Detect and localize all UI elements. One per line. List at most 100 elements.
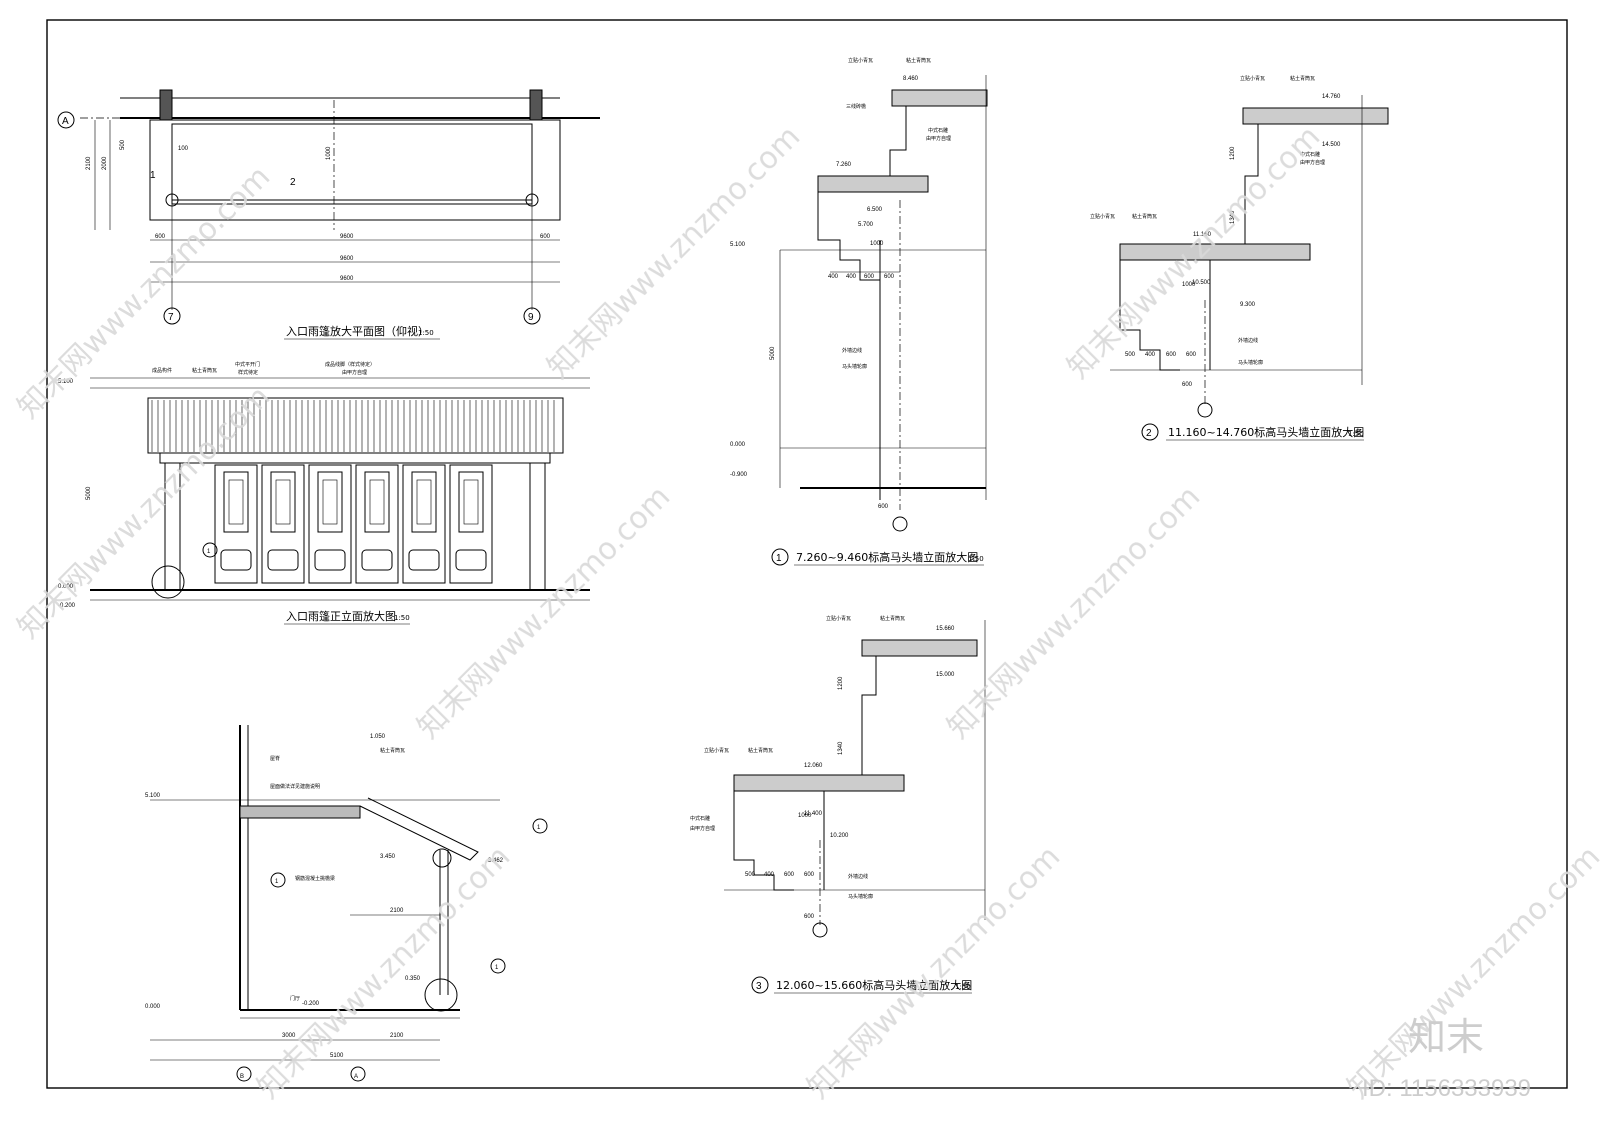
d3-dim-1340: 1340 [838,741,844,755]
section-mark-1: 1 [150,170,156,181]
plan-dim-9600-a: 9600 [340,234,354,240]
sec-elev-1050: 1.050 [370,734,386,740]
d3-elev-10200: 10.200 [830,833,849,839]
watermark-1: 知末网www.znzmo.com [11,159,277,425]
d3-dim-1000: 1000 [798,813,812,819]
d3-note-clay-tile-b: 粘土青筒瓦 [748,747,773,754]
d2-elev-14500: 14.500 [1322,142,1341,148]
plan-dim-1000: 1000 [326,146,332,160]
d1-dim-5000: 5000 [770,346,776,360]
d3-note-clay-tile: 粘土青筒瓦 [880,615,905,622]
elev-5100: 5.100 [58,379,74,385]
note-ridge: 屋脊 [270,755,280,762]
d1-elev-5100: 5.100 [730,242,746,248]
d1-elev-7260: 7.260 [836,162,852,168]
sec-elev-5100: 5.100 [145,793,161,799]
plan-dim-500: 500 [120,139,126,150]
d2-note-by-owner: 由甲方自理 [1300,159,1325,166]
note-clay-tile-elev: 粘土青筒瓦 [192,367,217,374]
sheet-border [46,19,1568,1089]
plan-dim-600-right: 600 [540,234,551,240]
watermark-9: 知末网www.znzmo.com [1341,839,1600,1105]
sec-callout-1a: 1 [275,879,279,885]
plan-dim-2000: 2000 [102,156,108,170]
detail-1: 400 400 600 600 1000 5000 600 8.460 7.26… [730,57,988,566]
d3-dim-600a: 600 [784,872,795,878]
d2-dim-1340: 1340 [1230,210,1236,224]
d2-dim-400: 400 [1145,352,1156,358]
watermark-4: 知末网www.znzmo.com [411,479,677,745]
detail-2-scale: 1:50 [1348,430,1364,438]
d1-note-by-owner: 由甲方自理 [926,135,951,142]
sec-dim-3000: 3000 [282,1033,296,1039]
canopy-section: 2100 3000 2100 5100 5.100 0.000 -0.200 1… [145,725,548,1082]
d2-dim-500: 500 [1125,352,1136,358]
d1-elev-m0900: -0.900 [730,472,748,478]
d1-dim-600: 600 [864,274,875,280]
note-finished-line: 成品线脚（样式待定） [325,361,375,368]
watermark-5: 知末网www.znzmo.com [251,839,517,1105]
d1-dim-1000: 1000 [870,241,884,247]
detail-1-number: 1 [776,553,782,564]
d1-dim-600b: 600 [884,274,895,280]
watermark-7: 知末网www.znzmo.com [801,839,1067,1105]
d3-dim-400: 400 [764,872,775,878]
sec-elev-0350: 0.350 [405,976,421,982]
plan-dim-9600-c: 9600 [340,276,354,282]
d1-note-three-course: 三线砖檐 [846,103,866,110]
plan-dim-100: 100 [178,146,189,152]
d3-elev-15000: 15.000 [936,672,955,678]
d2-dim-600c: 600 [1182,382,1193,388]
d2-elev-11160: 11.160 [1193,232,1212,238]
elev-callout-1: 1 [207,549,211,555]
elev-0000: 0.000 [58,584,74,590]
d1-note-horse-head: 马头墙轮廓 [842,363,867,370]
d3-elev-11400: 11.400 [804,811,823,817]
d2-dim-1000: 1000 [1182,282,1196,288]
note-by-owner-elev: 由甲方自理 [342,369,367,376]
plan-view: 600 9600 600 9600 9600 2100 2000 500 100… [57,89,600,340]
elevation-title: 入口雨篷正立面放大图 [286,609,396,623]
tile-ribs [151,400,555,452]
d2-note-standing-tile-b: 立贴小青瓦 [1090,213,1115,220]
d1-dim-600c: 600 [878,504,889,510]
d3-note-by-owner: 由甲方自理 [690,825,715,832]
elev-m0200: -0.200 [58,603,76,609]
d3-dim-600c: 600 [804,914,815,920]
door-panels [214,464,493,584]
plan-axis-7: 7 [168,312,174,323]
d2-note-standing-tile: 立贴小青瓦 [1240,75,1265,82]
d2-elev-14760: 14.760 [1322,94,1341,100]
d1-note-outer-wall: 外墙边线 [842,347,862,354]
d1-note-cn-bracket: 中式石雕 [928,127,948,134]
d2-note-clay-tile-b: 粘土青筒瓦 [1132,213,1157,220]
d3-dim-1200: 1200 [838,676,844,690]
sec-axis-a: A [354,1074,358,1080]
section-mark-2: 2 [290,177,296,188]
note-style-ref: 样式待定 [238,369,258,376]
d2-elev-10500: 10.500 [1192,280,1211,286]
d3-elev-12060: 12.060 [804,763,823,769]
d2-note-outer-wall: 外墙边线 [1238,337,1258,344]
d1-dim-400b: 400 [846,274,857,280]
sec-dim-2100b: 2100 [390,1033,404,1039]
sec-dim-2100: 2100 [390,908,404,914]
sec-elev-3450: 3.450 [380,854,396,860]
d2-note-cn-bracket: 中式石雕 [1300,151,1320,158]
plan-axis-9: 9 [528,312,534,323]
note-beam: 钢筋混凝土挑檐梁 [295,875,335,882]
d1-dim-400a: 400 [828,274,839,280]
plan-dim-2100: 2100 [86,156,92,170]
plan-dim-600-left: 600 [155,234,166,240]
d2-dim-600b: 600 [1186,352,1197,358]
plan-dim-9600-b: 9600 [340,256,354,262]
plan-scale: 1:50 [418,329,434,337]
d1-elev-8460: 8.460 [903,76,919,82]
d2-dim-1200: 1200 [1230,146,1236,160]
front-elevation: 1 5.100 0.000 -0.200 5000 成品构件 粘土青筒瓦 中式平… [58,361,590,625]
sec-axis-b: B [240,1074,244,1080]
d2-dim-600a: 600 [1166,352,1177,358]
elevation-scale: 1:50 [394,614,410,622]
d1-note-clay-tile: 粘土青筒瓦 [906,57,931,64]
